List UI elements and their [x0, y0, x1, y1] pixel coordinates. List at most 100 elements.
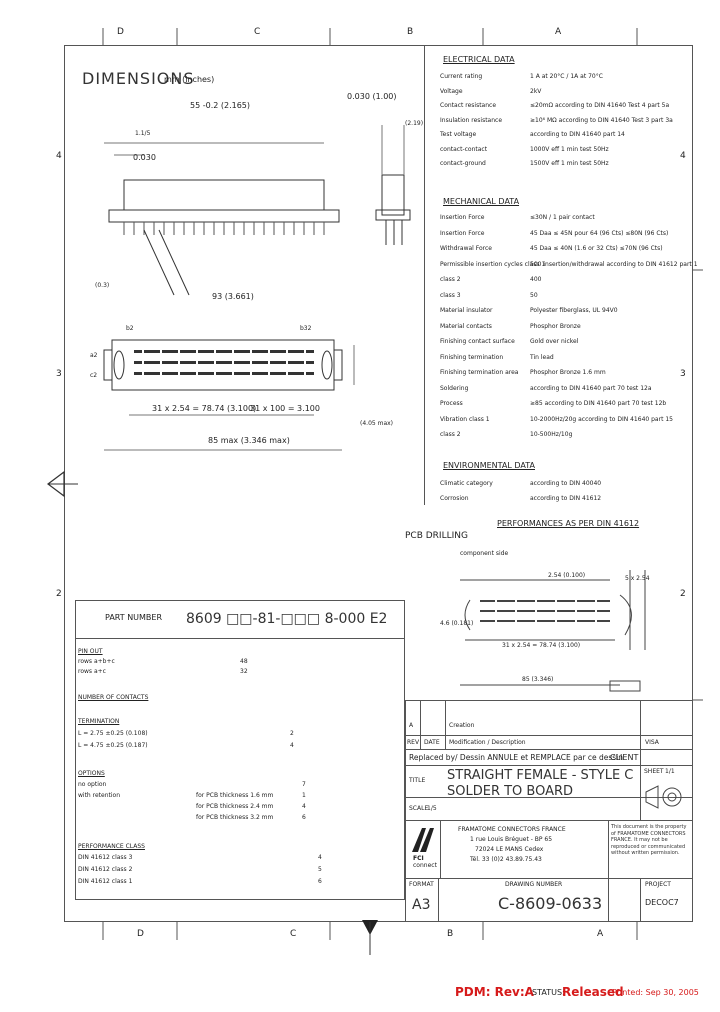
- mechanical-row-label: class 2: [440, 276, 461, 283]
- pdm-revision: PDM: Rev:A: [455, 985, 534, 999]
- pcb-title: PCB DRILLING: [405, 531, 468, 541]
- printed-date: Printed: Sep 30, 2005: [612, 988, 699, 997]
- perf-class-row-value: 5: [318, 866, 322, 873]
- options-row-label: with retention: [78, 792, 121, 799]
- tb-vline-1: [640, 765, 641, 820]
- environmental-row-value: according to DIN 41612: [530, 495, 602, 502]
- termination-row-label: L = 4.75 ±0.25 (0.187): [78, 742, 148, 749]
- mechanical-row-value: ≥85 according to DIN 41640 part 70 test …: [530, 400, 667, 407]
- options-row-code: 6: [302, 814, 306, 821]
- rev-row-2-rev: REV: [407, 739, 420, 746]
- mechanical-row-value: Polyester fiberglass, UL 94V0: [530, 307, 618, 314]
- mechanical-row-value: 50: [530, 291, 538, 299]
- logo-text: FCI: [413, 855, 424, 862]
- pcb-d4: 4.6 (0.181): [440, 620, 474, 627]
- mechanical-row-label: Finishing contact surface: [440, 338, 515, 345]
- options-row-code: 4: [302, 803, 306, 810]
- options-row-code: 7: [302, 781, 306, 788]
- drawing-number: C-8609-0633: [498, 894, 603, 913]
- mechanical-row-value: Phosphor Bronze 1.6 mm: [530, 369, 606, 376]
- zone-top-2: C: [254, 27, 261, 37]
- perf-class-heading: PERFORMANCE CLASS: [78, 843, 145, 850]
- pin-out-heading: PIN OUT: [78, 648, 103, 655]
- mechanical-row-value: 45 Daa ≤ 45N pour 64 (96 Cts) ≤80N (96 C…: [530, 229, 669, 237]
- dimensions-title: DIMENSIONS: [82, 69, 195, 88]
- rev-line-4: [405, 797, 693, 798]
- pcb-subtitle: component side: [460, 550, 509, 557]
- mechanical-row-value: 500 insertion/withdrawal according to DI…: [530, 260, 698, 268]
- electrical-row-value: ≥10⁶ MΩ according to DIN 41640 Test 3 pa…: [530, 116, 673, 124]
- rev-vline-1: [420, 700, 421, 750]
- title-line-2: SOLDER TO BOARD: [447, 784, 574, 799]
- termination-row-value: 4: [290, 742, 294, 749]
- pin-out-row-label: rows a+b+c: [78, 658, 115, 665]
- perf-class-row-label: DIN 41612 class 2: [78, 866, 133, 873]
- rev-vline-3: [640, 700, 641, 765]
- mechanical-row-label: Process: [440, 400, 463, 407]
- company-addr-3: Tél. 33 (0)2 43.89.75.43: [470, 856, 542, 863]
- perf-class-row-value: 6: [318, 878, 322, 885]
- tb-vline-3: [608, 820, 609, 922]
- contacts-heading: NUMBER OF CONTACTS: [78, 694, 149, 701]
- zone-bottom-4: A: [597, 929, 604, 939]
- project-value: DECOC7: [645, 898, 679, 907]
- mechanical-row-value: 10-2000Hz/20g according to DIN 41640 par…: [530, 415, 673, 423]
- rev-line-6: [405, 878, 693, 879]
- environmental-row-value: according to DIN 40040: [530, 480, 602, 487]
- pin-out-row-value: 32: [240, 668, 248, 675]
- electrical-row-label: Test voltage: [440, 131, 477, 138]
- dim-d5: (2.19): [405, 120, 424, 127]
- dim-d9: 85 max (3.346 max): [208, 436, 290, 445]
- zone-right-3: 2: [680, 589, 686, 599]
- termination-row-label: L = 2.75 ±0.25 (0.108): [78, 730, 148, 737]
- mechanical-row-label: Withdrawal Force: [440, 245, 492, 252]
- title-label: TITLE: [409, 777, 426, 784]
- perf-class-row-value: 4: [318, 854, 322, 861]
- sheet-value: 1/1: [665, 768, 675, 775]
- company-addr-1: 1 rue Louis Bréguet - BP 65: [470, 836, 553, 843]
- zone-top-3: B: [407, 27, 414, 37]
- rev-row-1-rev: A: [409, 722, 414, 729]
- pin-out-row-label: rows a+c: [78, 668, 106, 675]
- electrical-row-value: 1 A at 20°C / 1A at 70°C: [530, 73, 603, 80]
- projection-symbol-icon: [645, 785, 682, 809]
- options-row-label: no option: [78, 781, 107, 788]
- electrical-row-label: Current rating: [440, 73, 483, 80]
- status-value: Released: [562, 985, 624, 999]
- termination-heading: TERMINATION: [78, 718, 120, 725]
- options-row-note: for PCB thickness 1.6 mm: [196, 792, 274, 799]
- rev-line-3: [405, 765, 693, 766]
- mechanical-row-value: according to DIN 41640 part 70 test 12a: [530, 384, 652, 392]
- company-addr-2: 72024 LE MANS Cedex: [475, 846, 544, 853]
- dim-d1: 55 -0.2 (2.165): [190, 101, 251, 110]
- electrical-row-label: contact-ground: [440, 160, 486, 167]
- mechanical-row-label: Material insulator: [440, 307, 493, 314]
- electrical-row-value: 1000V eff 1 min test 50Hz: [530, 145, 609, 153]
- part-number-label: PART NUMBER: [105, 613, 163, 622]
- rev-row-2-by: VISA: [645, 739, 659, 746]
- mechanical-row-label: class 2: [440, 431, 461, 438]
- logo-sub: connect: [413, 862, 437, 869]
- perf-class-row-label: DIN 41612 class 1: [78, 878, 133, 885]
- rev-row-2-date: DATE: [424, 739, 440, 746]
- electrical-heading: ELECTRICAL DATA: [443, 55, 515, 64]
- zone-top-1: D: [117, 27, 124, 37]
- mechanical-row-value: Gold over nickel: [530, 338, 579, 345]
- status-label: STATUS:: [532, 988, 565, 997]
- options-row-note: for PCB thickness 2.4 mm: [196, 803, 274, 810]
- rev-line-1: [405, 735, 693, 736]
- fci-logo-icon: [412, 828, 434, 852]
- sheet-label: SHEET: [644, 768, 664, 775]
- project-label: PROJECT: [645, 881, 671, 888]
- dim-d4: 0.030: [133, 153, 156, 162]
- dim-d13: b32: [300, 325, 312, 332]
- pin-out-row-value: 48: [240, 658, 248, 665]
- company-name: FRAMATOME CONNECTORS FRANCE: [458, 826, 566, 833]
- termination-row-value: 2: [290, 730, 294, 737]
- dim-d10: b2: [126, 325, 134, 332]
- tb-vline-2: [440, 820, 441, 878]
- zone-bottom-1: D: [137, 929, 144, 939]
- replaced-note: Replaced by/ Dessin ANNULE et REMPLACE p…: [409, 753, 624, 762]
- electrical-row-label: Insulation resistance: [440, 116, 503, 124]
